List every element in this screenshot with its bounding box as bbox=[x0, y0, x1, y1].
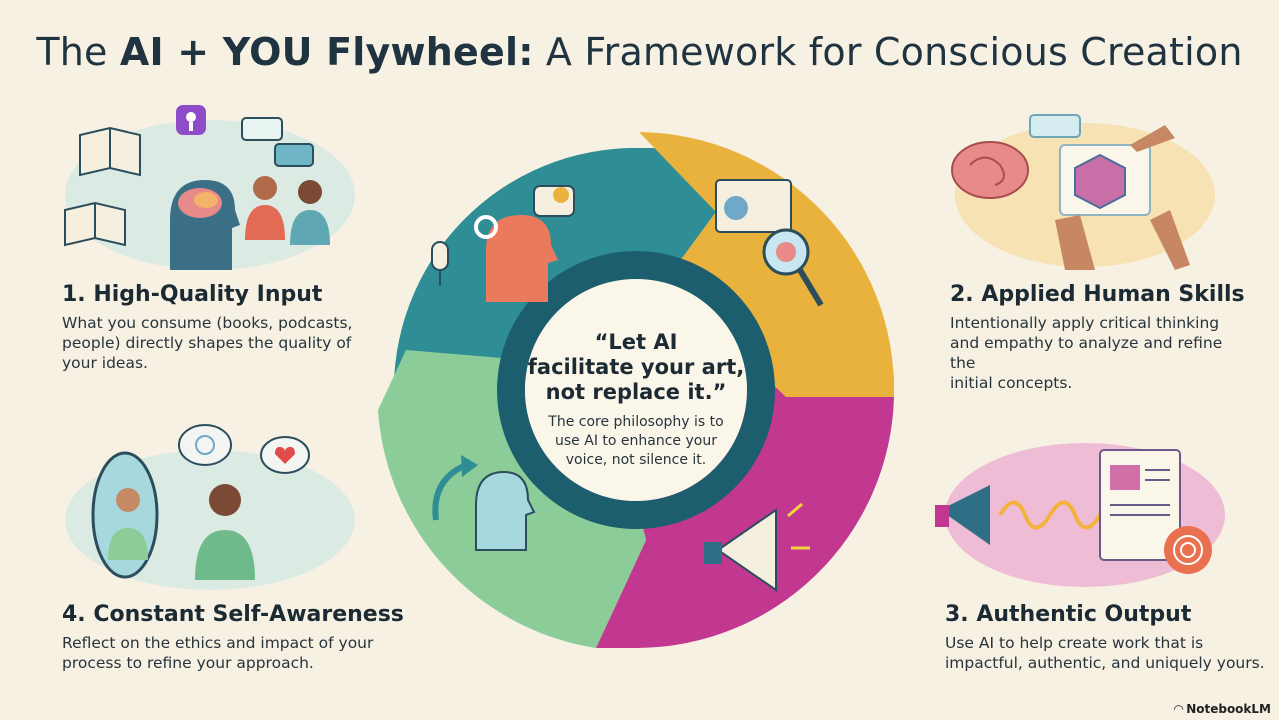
step-description-line: and empathy to analyze and refine the bbox=[950, 334, 1223, 372]
brain-icon bbox=[951, 141, 1029, 199]
page-title: The AI + YOU Flywheel: A Framework for C… bbox=[0, 30, 1279, 74]
notebooklm-logo-icon: ◠ bbox=[1173, 702, 1184, 716]
people-icon bbox=[245, 176, 330, 245]
microphone-icon bbox=[431, 241, 449, 286]
mirror-icon bbox=[91, 451, 159, 579]
step-heading: 1. High-Quality Input bbox=[62, 282, 323, 307]
center-quote-line: not replace it.” bbox=[545, 380, 727, 404]
step-heading: 2. Applied Human Skills bbox=[950, 282, 1245, 307]
center-quote-line: “Let AI bbox=[594, 330, 678, 354]
step-description-line: your ideas. bbox=[62, 354, 148, 372]
step-description-line: process to refine your approach. bbox=[62, 654, 314, 672]
center-quote: “Let AI facilitate your art, not replace… bbox=[506, 330, 766, 405]
high-quality-input-illustration bbox=[60, 100, 360, 270]
title-plain-after: A Framework for Conscious Creation bbox=[533, 30, 1243, 74]
cycle-arrow-icon bbox=[432, 455, 536, 551]
authentic-output-illustration bbox=[930, 420, 1230, 590]
head-gear-icon bbox=[474, 185, 575, 302]
center-sub-line: The core philosophy is to bbox=[548, 414, 724, 430]
center-sub-line: use AI to enhance your bbox=[555, 433, 717, 449]
notebooklm-brand: ◠NotebookLM bbox=[1174, 702, 1271, 716]
megaphone-icon bbox=[704, 502, 810, 592]
flywheel-diagram bbox=[378, 132, 895, 648]
step-description-line: Intentionally apply critical thinking bbox=[950, 314, 1220, 332]
magnifier-icon bbox=[762, 228, 824, 307]
megaphone-icon bbox=[935, 485, 990, 545]
step-high-quality-input: 1. High-Quality Input What you consume (… bbox=[62, 282, 362, 373]
title-bold: AI + YOU Flywheel: bbox=[119, 30, 534, 74]
podcast-icon bbox=[176, 105, 206, 135]
step-description: Use AI to help create work that is impac… bbox=[945, 633, 1265, 673]
step-description: Reflect on the ethics and impact of your… bbox=[62, 633, 382, 673]
title-plain-before: The bbox=[36, 30, 120, 74]
step-description-line: initial concepts. bbox=[950, 374, 1073, 392]
chat-bubble-icon bbox=[241, 117, 314, 167]
center-subtext: The core philosophy is to use AI to enha… bbox=[506, 413, 766, 470]
step-constant-self-awareness: 4. Constant Self-Awareness Reflect on th… bbox=[62, 602, 404, 673]
step-description: What you consume (books, podcasts, peopl… bbox=[62, 313, 362, 373]
step-description-line: Use AI to help create work that is bbox=[945, 634, 1204, 652]
step-applied-human-skills: 2. Applied Human Skills Intentionally ap… bbox=[950, 282, 1250, 393]
book-icon bbox=[79, 126, 141, 177]
step-description-line: impactful, authentic, and uniquely yours… bbox=[945, 654, 1265, 672]
step-description: Intentionally apply critical thinking an… bbox=[950, 313, 1250, 393]
step-heading: 4. Constant Self-Awareness bbox=[62, 602, 404, 627]
brand-label: NotebookLM bbox=[1186, 702, 1271, 716]
heart-icon bbox=[275, 446, 295, 464]
step-authentic-output: 3. Authentic Output Use AI to help creat… bbox=[945, 602, 1265, 673]
step-description-line: people) directly shapes the quality of bbox=[62, 334, 352, 352]
step-heading: 3. Authentic Output bbox=[945, 602, 1192, 627]
chart-icon bbox=[715, 179, 792, 233]
fingerprint-icon bbox=[1164, 526, 1212, 574]
self-awareness-illustration bbox=[60, 420, 360, 590]
center-quote-line: facilitate your art, bbox=[527, 355, 745, 379]
hands-icon bbox=[1055, 125, 1190, 270]
brain-icon bbox=[170, 180, 240, 270]
segment-output bbox=[596, 378, 894, 648]
step-description-line: Reflect on the ethics and impact of your bbox=[62, 634, 374, 652]
center-sub-line: voice, not silence it. bbox=[565, 452, 707, 468]
applied-skills-illustration bbox=[945, 100, 1215, 270]
step-description-line: What you consume (books, podcasts, bbox=[62, 314, 353, 332]
book-icon bbox=[64, 201, 126, 247]
center-philosophy: “Let AI facilitate your art, not replace… bbox=[506, 330, 766, 470]
